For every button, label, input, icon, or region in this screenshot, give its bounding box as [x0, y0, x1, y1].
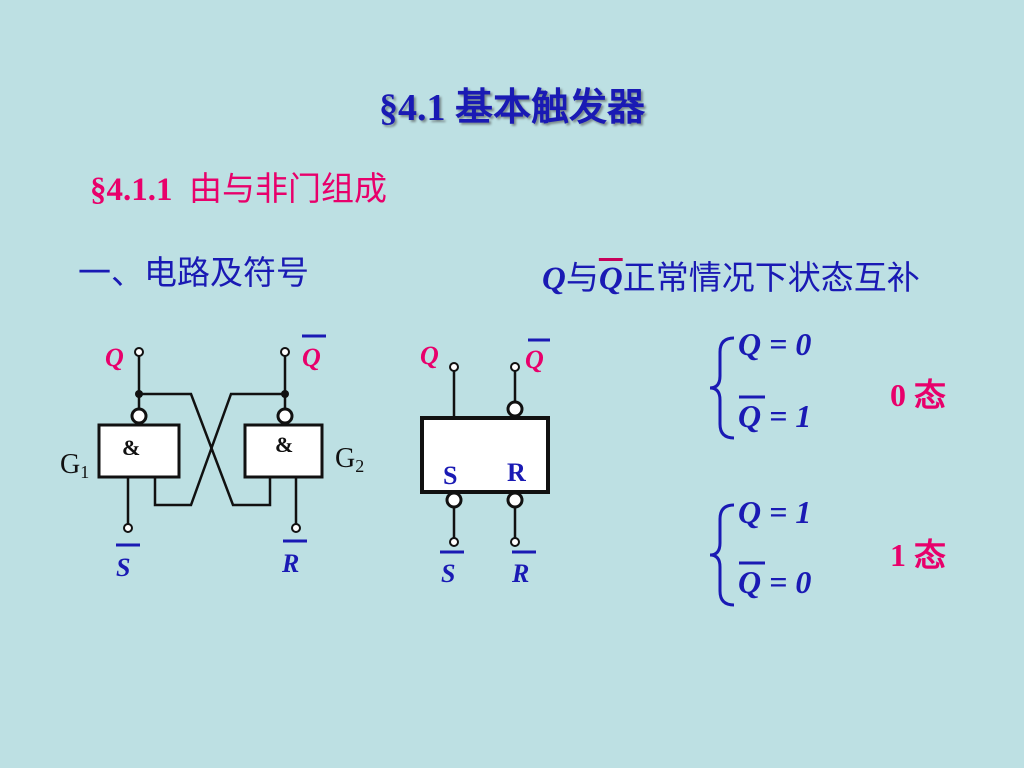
subsection-number: §4.1.1 [90, 172, 173, 208]
note-qbar: Q [598, 261, 623, 297]
circuit-r-label: R [281, 549, 299, 578]
section-heading: 一、电路及符号 [78, 256, 309, 292]
symbol-r-inner: R [507, 458, 526, 487]
circuit-q-label: Q [105, 343, 124, 372]
gate1-name: G1 [60, 449, 89, 482]
gate2-name: G2 [335, 443, 364, 476]
state0-qbar-line: Q = 1 [738, 398, 812, 434]
symbol-r-bubble [506, 491, 524, 509]
symbol-s-label: S [441, 559, 455, 588]
note-mid: 与 [565, 261, 599, 297]
symbol-q-label: Q [420, 341, 439, 370]
q-output-terminal [134, 347, 144, 357]
note-rest: 正常情况下状态互补 [622, 261, 920, 297]
gate1-box [97, 423, 181, 479]
gate2-box [243, 423, 324, 479]
state0-brace [709, 336, 735, 440]
subsection-title: §4.1.1 由与非门组成 [90, 162, 387, 210]
symbol-s-bubble [445, 491, 463, 509]
state1-brace [709, 503, 735, 607]
state0-q-line: Q = 0 [738, 326, 812, 362]
qbar-output-terminal [280, 347, 290, 357]
symbol-s-terminal [449, 537, 459, 547]
nand-latch-circuit [97, 334, 326, 547]
state1-q-line: Q = 1 [738, 494, 812, 530]
symbol-q-terminal [449, 362, 459, 372]
symbol-qbar-bubble [506, 400, 524, 418]
symbol-r-terminal [510, 537, 520, 547]
gate2-output-bubble [276, 407, 294, 425]
gate2-symbol: & [275, 432, 293, 457]
subsection-text: 由与非门组成 [189, 172, 387, 208]
feedback-qbar-to-g1 [153, 392, 285, 507]
state1-name: 1 态 [890, 537, 947, 573]
state1-qbar-line: Q = 0 [738, 564, 812, 600]
circuit-s-label: S [116, 553, 130, 582]
state-brackets [709, 336, 765, 607]
slide-title: §4.1 基本触发器 [378, 87, 645, 129]
symbol-r-label: R [511, 559, 529, 588]
r-input-terminal [291, 523, 301, 533]
feedback-q-to-g2 [139, 392, 272, 507]
circuit-qbar-label: Q [302, 343, 321, 372]
state0-name: 0 态 [890, 377, 947, 413]
symbol-qbar-label: Q [525, 345, 544, 374]
latch-logic-symbol [420, 338, 550, 554]
s-input-terminal [123, 523, 133, 533]
complementary-note: Q与Q正常情况下状态互补 [542, 251, 920, 299]
symbol-qbar-terminal [510, 362, 520, 372]
symbol-s-inner: S [443, 461, 457, 490]
gate1-symbol: & [122, 435, 140, 460]
note-q: Q [542, 261, 566, 297]
symbol-box [420, 416, 550, 494]
gate1-output-bubble [130, 407, 148, 425]
